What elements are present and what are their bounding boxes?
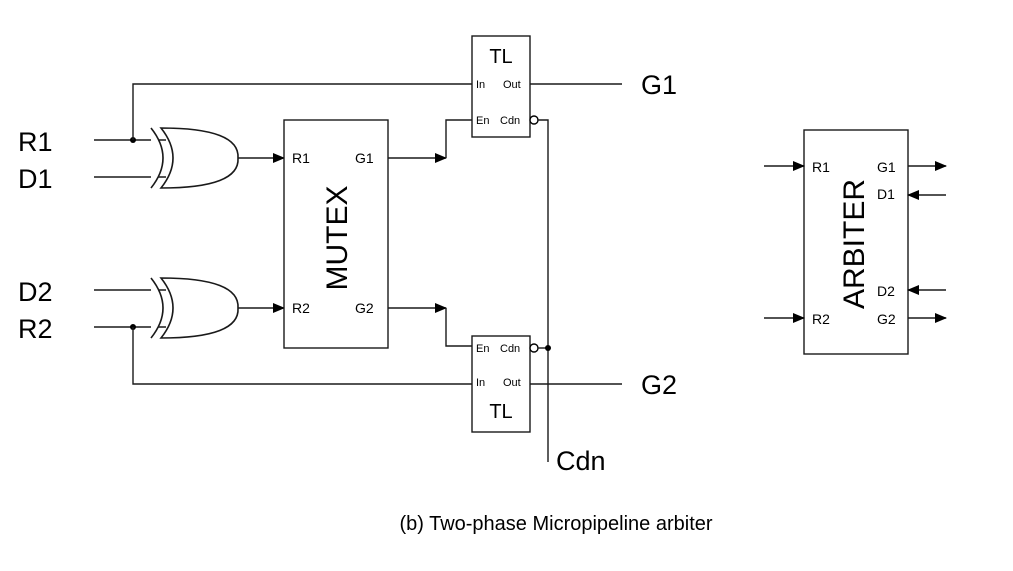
tl-top-pin-in: In bbox=[476, 79, 485, 91]
wire-cdn-bus bbox=[538, 119, 549, 462]
tl-top-pin-en: En bbox=[476, 115, 489, 127]
mutex-pin-g2: G2 bbox=[355, 300, 374, 316]
tl-bottom-pin-cdn: Cdn bbox=[500, 343, 520, 355]
wire-r1-to-tl-top bbox=[132, 83, 472, 140]
xor-gate-1 bbox=[94, 127, 239, 189]
arbiter-pin-r2: R2 bbox=[812, 311, 830, 327]
tl-bottom-cdn-bubble bbox=[529, 343, 539, 353]
arbiter-pin-r1: R1 bbox=[812, 159, 830, 175]
output-label-cdn: Cdn bbox=[556, 446, 606, 476]
arbiter-block bbox=[803, 129, 909, 355]
junction-cdn bbox=[545, 345, 551, 351]
wire-r2-to-tl-bottom bbox=[132, 327, 472, 385]
arbiter-title: ARBITER bbox=[838, 179, 871, 309]
tl-bottom-block bbox=[471, 335, 531, 433]
input-label-r2: R2 bbox=[18, 314, 53, 344]
input-label-d1: D1 bbox=[18, 164, 53, 194]
tl-bottom-pin-en: En bbox=[476, 343, 489, 355]
tl-bottom-pin-in: In bbox=[476, 377, 485, 389]
arbiter-pin-d1: D1 bbox=[877, 186, 895, 202]
mutex-block bbox=[283, 119, 389, 349]
figure-caption: (b) Two-phase Micropipeline arbiter bbox=[399, 513, 712, 535]
arbiter-pin-g2: G2 bbox=[877, 311, 896, 327]
tl-top-cdn-bubble bbox=[529, 115, 539, 125]
mutex-title: MUTEX bbox=[321, 186, 354, 291]
tl-top-pin-cdn: Cdn bbox=[500, 115, 520, 127]
tl-bottom-title: TL bbox=[489, 401, 512, 423]
mutex-pin-r1: R1 bbox=[292, 150, 310, 166]
arbiter-pin-g1: G1 bbox=[877, 159, 896, 175]
tl-bottom-pin-out: Out bbox=[503, 377, 521, 389]
mutex-pin-r2: R2 bbox=[292, 300, 310, 316]
tl-top-block bbox=[471, 35, 531, 138]
tl-top-title: TL bbox=[489, 46, 512, 68]
tl-top-pin-out: Out bbox=[503, 79, 521, 91]
output-label-g1: G1 bbox=[641, 70, 677, 100]
output-label-g2: G2 bbox=[641, 370, 677, 400]
arbiter-pin-d2: D2 bbox=[877, 283, 895, 299]
input-label-d2: D2 bbox=[18, 277, 53, 307]
input-label-r1: R1 bbox=[18, 127, 53, 157]
mutex-pin-g1: G1 bbox=[355, 150, 374, 166]
xor-gate-2 bbox=[94, 277, 239, 339]
